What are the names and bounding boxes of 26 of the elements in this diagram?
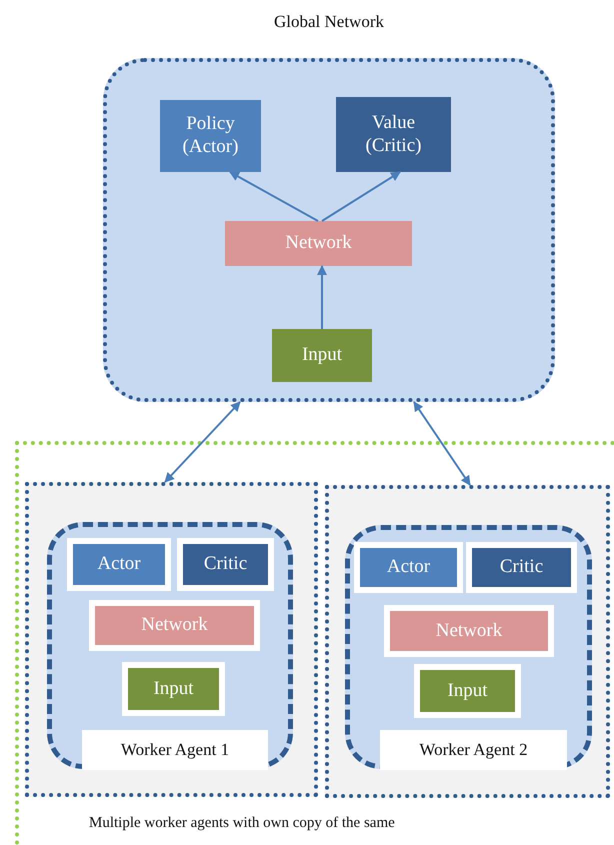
network-box: Network [384, 605, 554, 657]
arrow [164, 401, 241, 483]
value-box: Value (Critic) [336, 97, 451, 172]
worker-frame [25, 482, 318, 797]
arrow [413, 401, 471, 486]
worker-agent-panel [47, 522, 293, 769]
network-label: Global Network [272, 12, 385, 32]
input-box: Input [414, 664, 521, 718]
arrow [321, 171, 401, 222]
input-box: Input [272, 329, 372, 382]
agent-label: Worker Agent 1 [82, 730, 268, 770]
arrow [229, 171, 318, 222]
critic-box: Critic [177, 538, 274, 591]
critic-box: Critic [466, 542, 577, 593]
group-label: Multiple worker agents with own copy of the same [89, 815, 395, 832]
network-box: Network [89, 600, 260, 651]
agent-label: Worker Agent 2 [380, 730, 567, 770]
network-box: Network [225, 221, 412, 266]
input-box: Input [122, 662, 225, 716]
actor-box: Actor [67, 538, 171, 591]
policy-box: Policy (Actor) [160, 100, 261, 172]
worker-agent-panel [345, 525, 592, 769]
workers-group-frame [15, 441, 614, 845]
actor-box: Actor [354, 542, 463, 593]
arrow [317, 265, 327, 329]
worker-frame [325, 485, 610, 798]
